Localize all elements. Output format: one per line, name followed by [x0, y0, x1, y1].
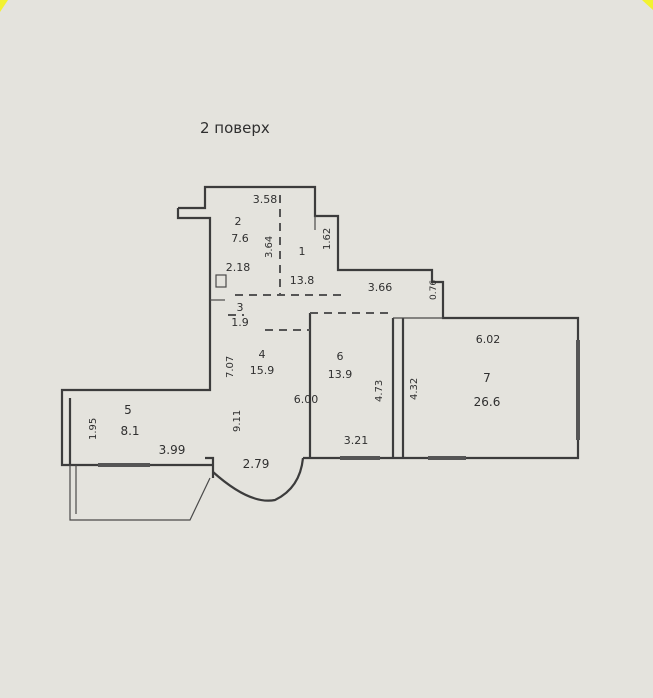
dim-top-width: 3.58: [253, 193, 278, 206]
dim-3-99: 3.99: [159, 443, 186, 457]
windows: [98, 340, 580, 467]
room-6-area: 13.9: [328, 368, 353, 381]
dim-small-right: 1.62: [322, 228, 333, 250]
corner-mark-left: [0, 0, 8, 12]
dim-7-07: 7.07: [225, 356, 236, 378]
dim-0-76: 0.76: [429, 280, 439, 300]
dim-9-11: 9.11: [232, 410, 243, 432]
dim-3-66: 3.66: [368, 281, 393, 294]
outer-walls: [60, 185, 580, 521]
dim-4-32: 4.32: [409, 378, 420, 400]
room-2-number: 2: [235, 215, 242, 228]
room-5-area: 8.1: [120, 424, 139, 438]
room-labels: 2 7.6 1 13.8 3 1.9 4 15.9 5 8.1 6 13.9 7…: [120, 215, 500, 438]
room-1-number: 1: [299, 245, 306, 258]
room-7-area: 26.6: [474, 395, 501, 409]
partition-lines: [228, 195, 390, 331]
dim-1-95: 1.95: [88, 418, 99, 440]
dim-2-79: 2.79: [243, 457, 270, 471]
room-7-number: 7: [483, 371, 491, 385]
room-6-number: 6: [337, 350, 344, 363]
room-4-number: 4: [259, 348, 266, 361]
dim-3-21: 3.21: [344, 434, 369, 447]
room-3-number: 3: [237, 301, 244, 314]
dim-6-00: 6.00: [294, 393, 319, 406]
dim-2-18: 2.18: [226, 261, 251, 274]
dim-6-02: 6.02: [476, 333, 501, 346]
room-2-area: 7.6: [231, 232, 249, 245]
room-4-area: 15.9: [250, 364, 275, 377]
room-1-area: 13.8: [290, 274, 315, 287]
dim-4-73: 4.73: [374, 380, 385, 402]
room-5-number: 5: [124, 403, 132, 417]
interior-walls: [210, 216, 443, 458]
floor-title: 2 поверх: [200, 119, 270, 137]
room-3-area: 1.9: [231, 316, 249, 329]
dim-vertical-hall: 3.64: [264, 236, 275, 258]
corner-mark-right: [642, 0, 653, 10]
dimension-labels: 3.58 3.64 1.62 2.18 3.66 0.76 7.07 6.02 …: [88, 193, 500, 471]
